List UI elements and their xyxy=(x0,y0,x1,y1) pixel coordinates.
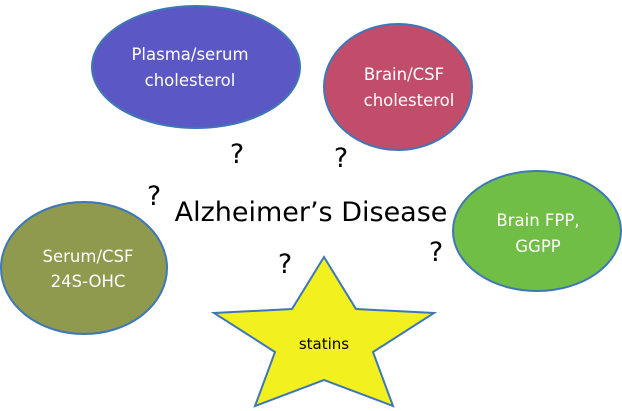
plasma-cholesterol-ellipse xyxy=(91,5,301,129)
brain-csf-cholesterol-node: Brain/CSF cholesterol xyxy=(323,23,473,151)
statins-node: statins xyxy=(210,255,438,408)
serum-csf-24s-ohc-label-line2: 24S-OHC xyxy=(51,272,126,291)
brain-csf-cholesterol-label-line2: cholesterol xyxy=(364,91,455,110)
brain-csf-cholesterol-label-line1: Brain/CSF xyxy=(364,65,444,84)
question-mark: ? xyxy=(147,181,161,212)
serum-csf-24s-ohc-label-line1: Serum/CSF xyxy=(43,247,134,266)
plasma-cholesterol-label-line1: Plasma/serum xyxy=(131,45,248,64)
brain-fpp-ggpp-label-line2: GGPP xyxy=(515,237,561,256)
serum-csf-24s-ohc-ellipse xyxy=(0,201,168,335)
plasma-cholesterol-label-line2: cholesterol xyxy=(145,71,236,90)
question-mark: ? xyxy=(334,143,348,174)
statins-star xyxy=(210,255,438,408)
question-mark: ? xyxy=(278,249,292,280)
brain-fpp-ggpp-node: Brain FPP, GGPP xyxy=(452,170,622,292)
statins-label: statins xyxy=(299,335,349,353)
brain-csf-cholesterol-ellipse xyxy=(323,23,473,151)
center-title: Alzheimer’s Disease xyxy=(175,197,448,228)
serum-csf-24s-ohc-node: Serum/CSF 24S-OHC xyxy=(0,201,168,335)
brain-fpp-ggpp-label-line1: Brain FPP, xyxy=(496,211,579,230)
question-mark: ? xyxy=(429,237,443,268)
question-mark: ? xyxy=(230,139,244,170)
brain-fpp-ggpp-ellipse xyxy=(452,170,622,292)
plasma-cholesterol-node: Plasma/serum cholesterol xyxy=(91,5,301,129)
